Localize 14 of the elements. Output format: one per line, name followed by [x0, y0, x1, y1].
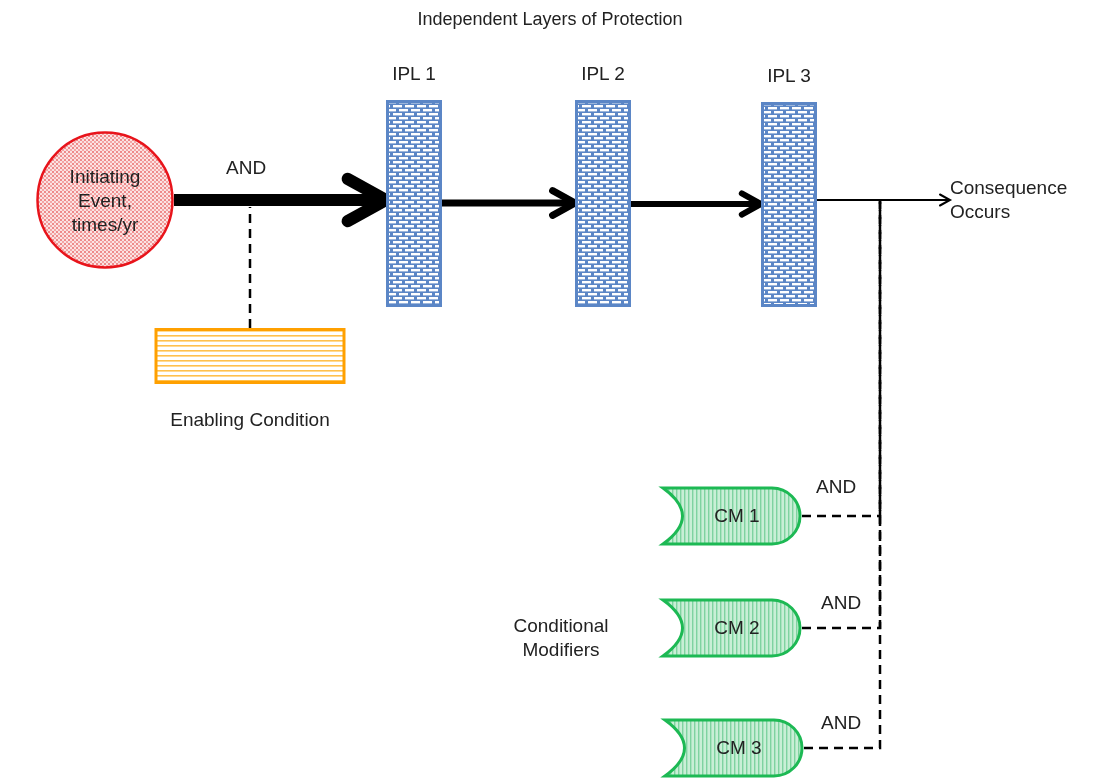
- circle-label: Initiating Event, times/yr: [68, 165, 142, 237]
- outcome-label: Consequence Occurs: [950, 176, 1090, 224]
- group-label: Conditional Modifiers: [512, 614, 610, 662]
- diagram-title: Independent Layers of Protection: [416, 8, 684, 31]
- layer-label: IPL 1: [391, 62, 437, 86]
- modifier-label: CM 1: [713, 504, 761, 528]
- modifier-label: CM 2: [713, 616, 761, 640]
- dashed-connector: [804, 201, 882, 750]
- dashed-connector: [248, 207, 252, 328]
- layer-label: IPL 2: [580, 62, 626, 86]
- bar-caption: Enabling Condition: [169, 408, 331, 432]
- layer-label: IPL 3: [766, 64, 812, 88]
- arrow: [816, 193, 951, 207]
- modifier-label: CM 3: [715, 736, 763, 760]
